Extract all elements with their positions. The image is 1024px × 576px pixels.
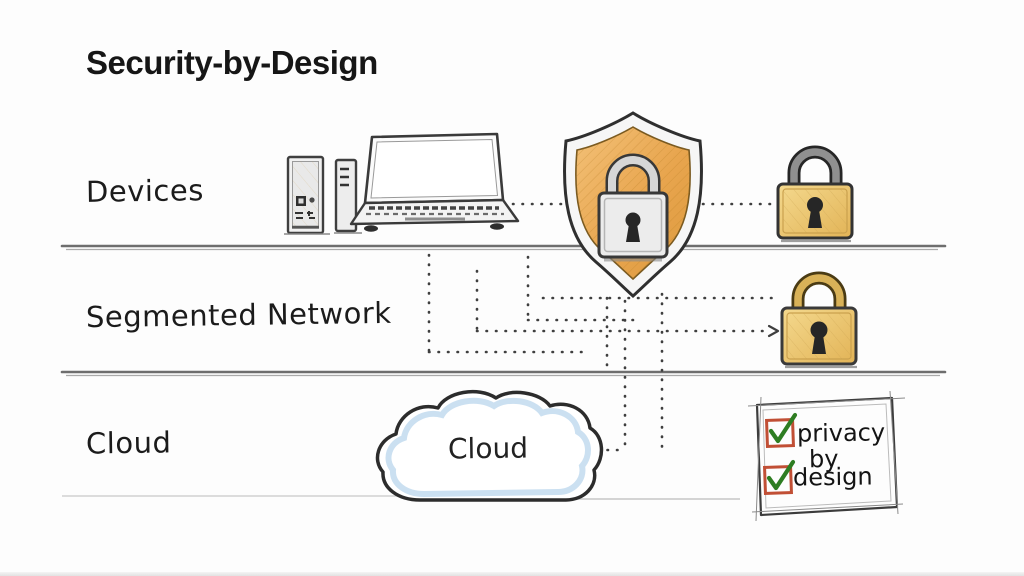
cloud-label: Cloud — [447, 431, 529, 466]
page-bottom-edge — [0, 572, 1024, 576]
padlock-icon — [776, 145, 854, 243]
laptop-icon — [349, 132, 520, 232]
checkmark-icon — [766, 459, 796, 491]
page-title: Security-by-Design — [86, 44, 378, 81]
checkbox-icon — [765, 412, 798, 448]
checkbox-icon — [763, 459, 796, 495]
connector-arrowhead — [767, 324, 780, 338]
row-label-devices: Devices — [85, 173, 205, 209]
padlock-icon — [780, 271, 858, 369]
privacy-word: privacy — [796, 418, 886, 448]
desktop-tower-icon — [334, 158, 362, 234]
row-label-segmented-network: Segmented Network — [85, 295, 392, 335]
desktop-tower-icon — [284, 155, 330, 235]
cloud-icon — [375, 389, 604, 502]
shield-lock-icon — [563, 111, 703, 299]
checkmark-icon — [768, 412, 798, 444]
design-word: design — [792, 462, 873, 492]
row-label-cloud: Cloud — [85, 425, 172, 461]
privacy-by-design-badge — [747, 390, 906, 522]
